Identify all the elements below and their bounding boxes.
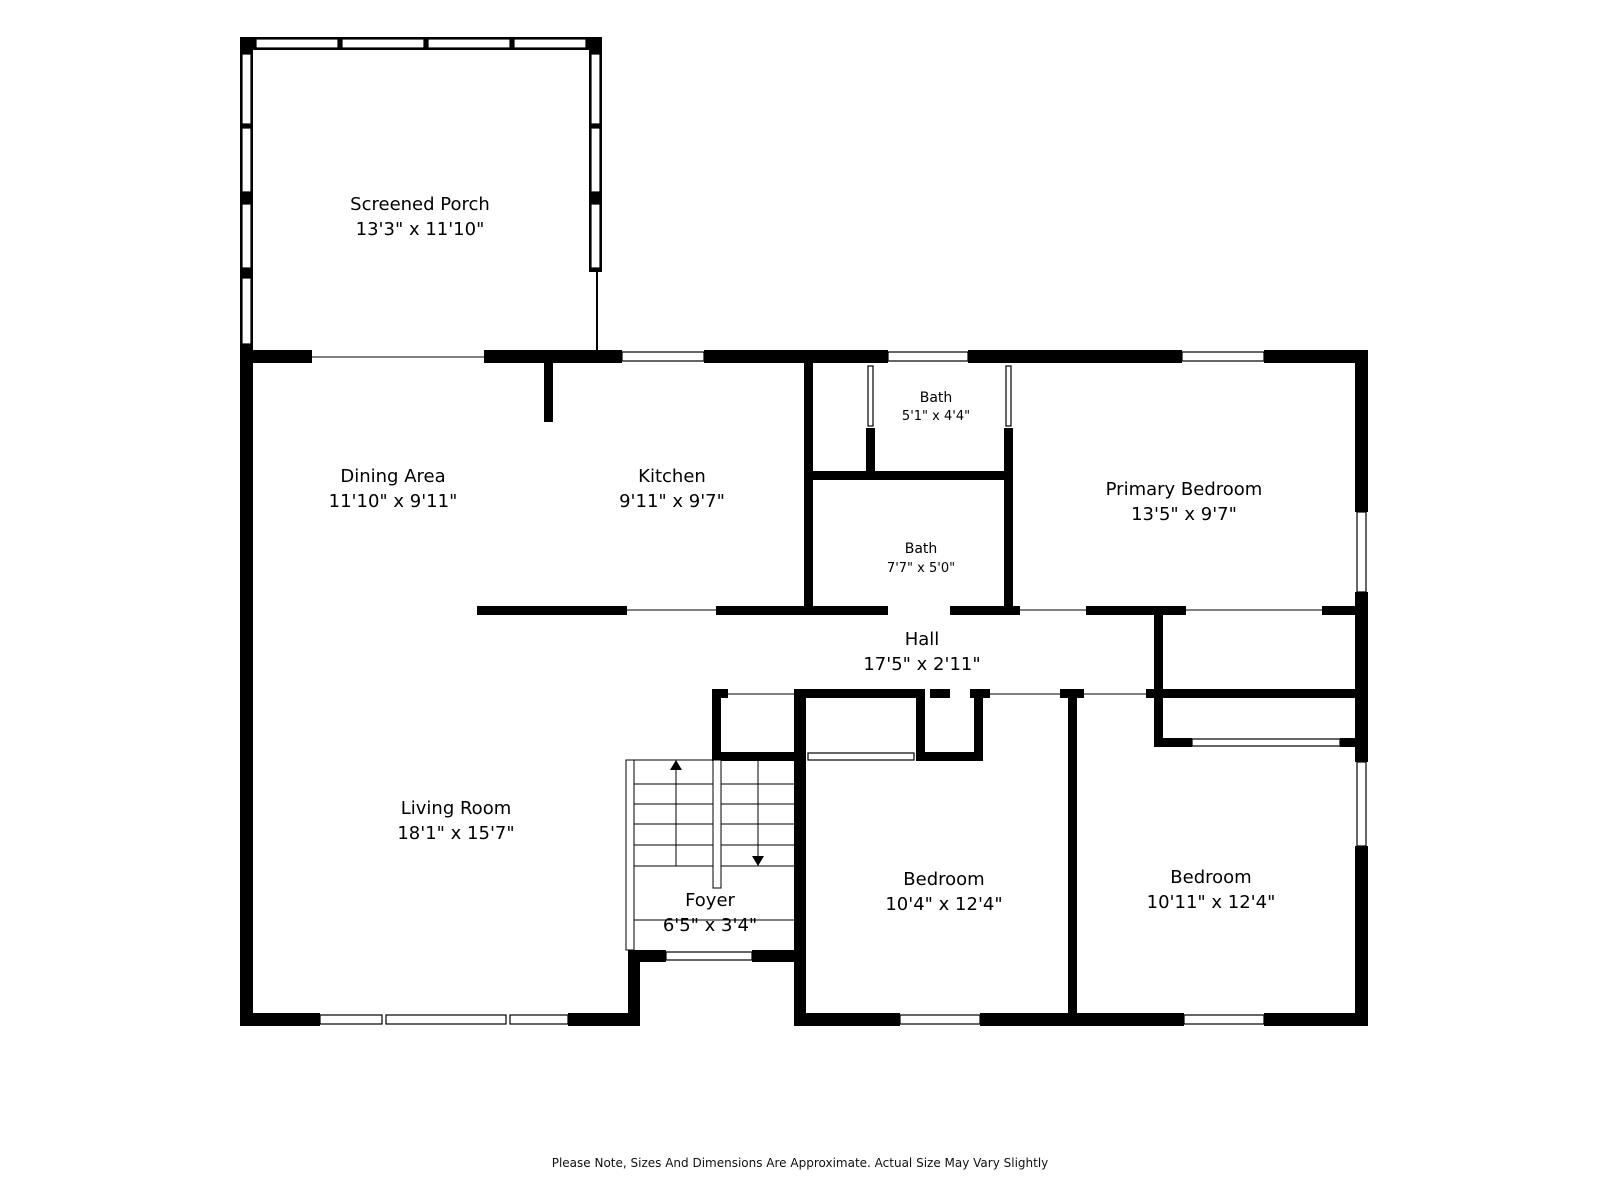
room-name-dining-area: Dining Area (340, 466, 445, 487)
bath-right-wall (1004, 428, 1013, 615)
window (255, 38, 339, 49)
room-dims-kitchen: 9'11" x 9'7" (619, 491, 725, 512)
room-dims-dining-area: 11'10" x 9'11" (329, 491, 458, 512)
hall-wall-top (477, 606, 627, 615)
room-name-hall: Hall (905, 629, 940, 650)
main-wall-right (1355, 350, 1368, 512)
bath-upper-left (866, 428, 875, 480)
room-name-bath-lower: Bath (905, 541, 938, 557)
closet-wall-v (1154, 611, 1163, 747)
room-name-bedroom-left: Bedroom (903, 869, 984, 890)
main-wall-bottom-right (794, 1013, 900, 1026)
stairs (625, 759, 800, 951)
room-name-kitchen: Kitchen (638, 466, 706, 487)
disclaimer-note: Please Note, Sizes And Dimensions Are Ap… (551, 1156, 1049, 1170)
room-dims-foyer: 6'5" x 3'4" (663, 915, 757, 936)
room-name-foyer: Foyer (685, 890, 735, 911)
bath-divider (804, 471, 1006, 480)
main-wall-top (240, 350, 312, 363)
bedroom-divider (1068, 689, 1077, 1026)
room-labels: Screened Porch 13'3" x 11'10" Dining Are… (329, 194, 1276, 936)
room-dims-primary-bedroom: 13'5" x 9'7" (1131, 504, 1237, 525)
dining-kitchen-stub (544, 360, 553, 422)
room-dims-bedroom-left: 10'4" x 12'4" (885, 894, 1002, 915)
walls (240, 37, 1368, 1026)
main-wall-left (240, 350, 253, 1026)
room-name-primary-bedroom: Primary Bedroom (1106, 479, 1263, 500)
bedroom-left-wall-v (794, 689, 806, 1026)
main-wall-bottom-left (240, 1013, 320, 1026)
room-dims-living-room: 18'1" x 15'7" (397, 823, 514, 844)
room-dims-bath-lower: 7'7" x 5'0" (887, 561, 955, 576)
door-openings (312, 356, 1322, 695)
room-dims-bedroom-right: 10'11" x 12'4" (1147, 892, 1276, 913)
room-name-screened-porch: Screened Porch (350, 194, 490, 215)
windows (241, 38, 1367, 1025)
room-name-bedroom-right: Bedroom (1170, 867, 1251, 888)
room-dims-screened-porch: 13'3" x 11'10" (356, 219, 485, 240)
kitchen-bath-wall (804, 362, 813, 615)
room-dims-bath-upper: 5'1" x 4'4" (902, 409, 970, 424)
stair-arrows (670, 760, 764, 866)
room-name-bath-upper: Bath (920, 390, 953, 406)
room-dims-hall: 17'5" x 2'11" (863, 654, 980, 675)
room-name-living-room: Living Room (401, 798, 512, 819)
